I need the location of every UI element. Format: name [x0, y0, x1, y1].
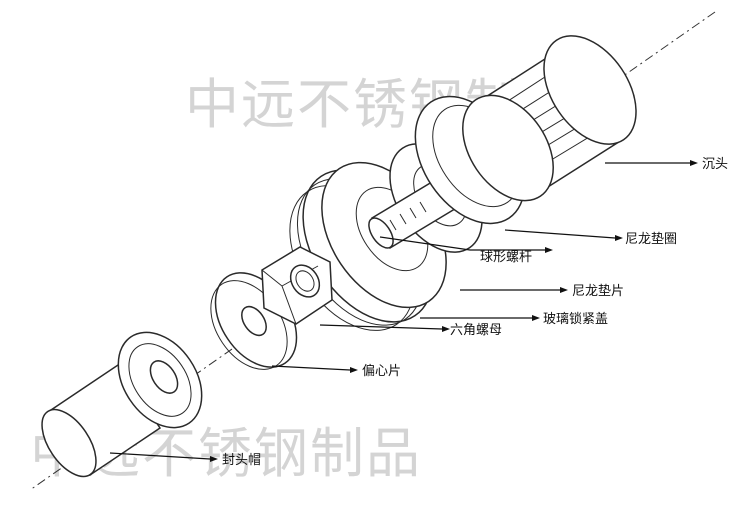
callout-ball-screw-rod: 球形螺杆: [379, 236, 553, 265]
label-ball-screw-rod: 球形螺杆: [480, 250, 532, 265]
callout-hex-nut: 六角螺母: [319, 323, 502, 338]
label-hex-nut: 六角螺母: [450, 323, 502, 338]
callout-end-cap: 封头帽: [109, 452, 261, 468]
label-nylon-washer-ring: 尼龙垫圈: [625, 231, 677, 247]
callout-nylon-washer: 尼龙垫片: [460, 283, 624, 299]
end-cap-part: [41, 331, 203, 478]
countersunk-head-part: [462, 35, 637, 202]
callout-glass-lock-cover: 玻璃锁紧盖: [420, 311, 608, 327]
callout-nylon-washer-ring: 尼龙垫圈: [504, 229, 677, 247]
label-end-cap: 封头帽: [222, 452, 261, 468]
label-countersunk-head: 沉头: [702, 157, 728, 172]
label-glass-lock-cover: 玻璃锁紧盖: [543, 311, 608, 327]
label-nylon-washer: 尼龙垫片: [572, 283, 624, 299]
label-eccentric-plate: 偏心片: [362, 364, 401, 379]
callout-countersunk-head: 沉头: [605, 157, 728, 172]
hex-nut-part: [261, 246, 333, 325]
callout-eccentric-plate: 偏心片: [271, 364, 401, 379]
